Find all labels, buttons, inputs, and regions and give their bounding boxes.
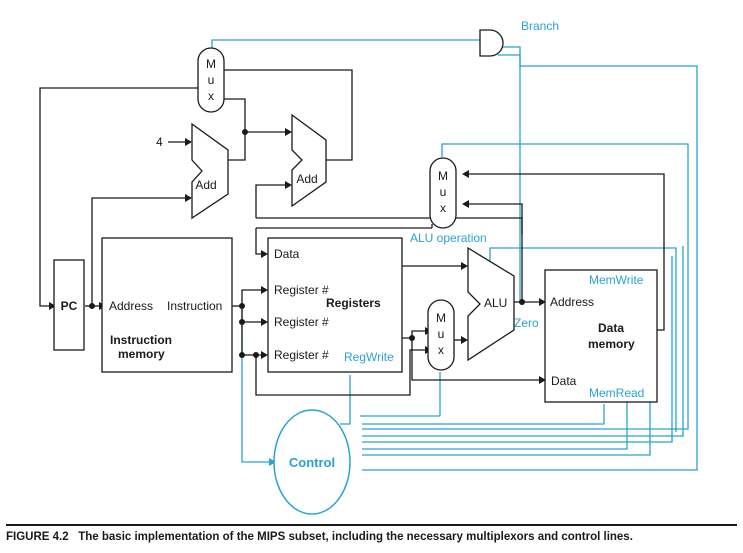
top-mux-letter-x: x [208,89,214,103]
regwrite-label: RegWrite [344,350,394,364]
branch-adder-label: Add [296,172,317,186]
constant-four: 4 [156,135,163,149]
alu: ALU [467,246,515,362]
figure-caption: FIGURE 4.2 The basic implementation of t… [6,524,737,543]
reg-data-label: Data [274,247,300,261]
im-instruction-label: Instruction [167,299,222,313]
control-lines [211,39,698,471]
control-label: Control [289,455,335,470]
figure-number: FIGURE 4.2 [6,531,69,543]
register-file: Data Register # Register # Register # Re… [267,237,403,373]
dm-address-label: Address [550,295,594,309]
top-mux-letter-m: M [206,57,216,71]
alu-mux-letter-u: u [438,327,445,341]
alu-operation-label: ALU operation [410,231,487,245]
alu-label: ALU [484,296,507,310]
branch-adder: Add [291,113,327,208]
memwrite-label: MemWrite [589,273,644,287]
im-address-label: Address [109,299,153,313]
pc-adder: Add [191,122,229,220]
dm-title-line1: Data [598,321,624,335]
pc-label: PC [61,299,78,313]
figure-caption-text: The basic implementation of the MIPS sub… [78,531,633,543]
pc-register: PC [53,259,85,351]
writeback-mux: M u x [429,157,457,229]
wb-mux-letter-m: M [438,169,448,183]
wb-mux-letter-u: u [440,185,447,199]
zero-label: Zero [514,316,539,330]
alu-mux-letter-m: M [436,311,446,325]
reg-port-1-label: Register # [274,283,329,297]
top-mux-letter-u: u [208,73,215,87]
datapath-wires [39,66,665,396]
branch-label: Branch [521,19,559,33]
control-unit: Control [273,409,351,515]
memread-label: MemRead [589,386,644,400]
top-mux: M u x [197,47,225,113]
data-memory: MemWrite Address Data memory Data MemRea… [544,269,658,403]
dm-data-label: Data [551,374,577,388]
alu-src-mux: M u x [427,299,455,371]
reg-port-3-label: Register # [274,348,329,362]
wb-mux-letter-x: x [440,201,446,215]
reg-port-2-label: Register # [274,315,329,329]
branch-and-gate [479,29,504,57]
instruction-memory: Address Instruction Instruction memory [101,237,233,373]
registers-title: Registers [326,296,381,310]
dm-title-line2: memory [588,337,635,351]
datapath-diagram: M u x Branch PC Add 4 Add Address Instru… [39,19,698,515]
alu-mux-letter-x: x [438,343,444,357]
im-title-line1: Instruction [110,333,172,347]
im-title-line2: memory [118,347,165,361]
pc-adder-label: Add [195,178,216,192]
